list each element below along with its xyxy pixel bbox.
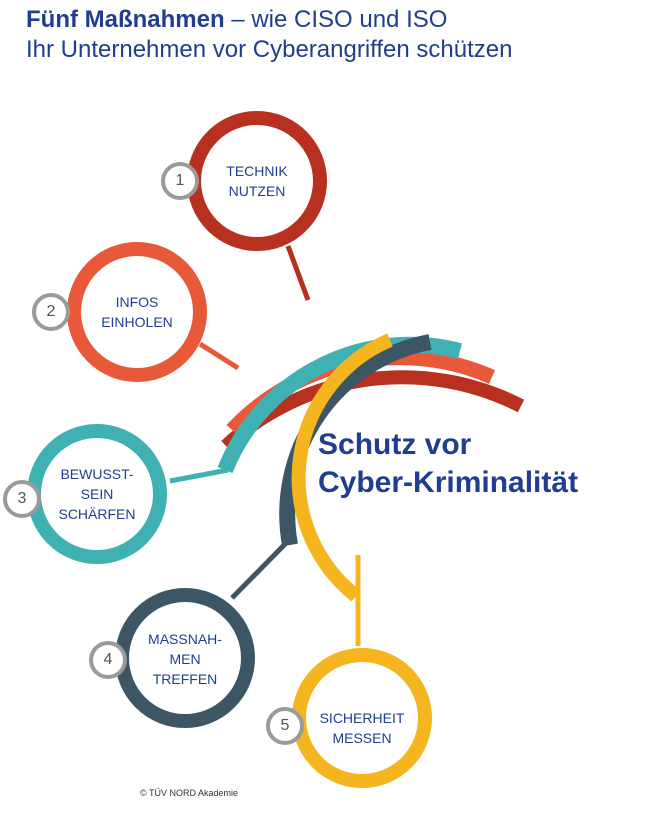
step-4-label: MASSNAH- MEN TREFFEN <box>148 631 222 687</box>
connector-2 <box>198 341 240 371</box>
step-1-label: TECHNIK NUTZEN <box>226 163 288 199</box>
step-3-number-badge: 3 <box>3 480 41 518</box>
step-2-circle <box>67 242 207 382</box>
connector-4 <box>230 535 294 600</box>
step-5-label: SICHERHEIT MESSEN <box>319 710 405 746</box>
step-1-number-badge: 1 <box>161 162 199 200</box>
arc-yellow <box>291 333 393 602</box>
step-4-number-badge: 4 <box>89 641 127 679</box>
step-2-number-badge: 2 <box>32 293 70 331</box>
center-title: Schutz vor Cyber-Kriminalität <box>318 428 579 499</box>
step-5-number-badge: 5 <box>266 707 304 745</box>
header-title: Fünf Maßnahmen – wie CISO und ISO <box>26 6 447 34</box>
step-3-label: BEWUSST- SEIN SCHÄRFEN <box>58 466 136 522</box>
header-title-bold: Fünf Maßnahmen <box>26 6 225 33</box>
copyright-notice: © TÜV NORD Akademie <box>140 788 238 798</box>
header-subtitle: Ihr Unternehmen vor Cyberangriffen schüt… <box>26 36 513 63</box>
connector-3 <box>169 467 229 484</box>
header-title-rest: – wie CISO und ISO <box>224 6 448 33</box>
step-2-label: INFOS EINHOLEN <box>101 294 173 330</box>
connector-1 <box>285 245 311 301</box>
